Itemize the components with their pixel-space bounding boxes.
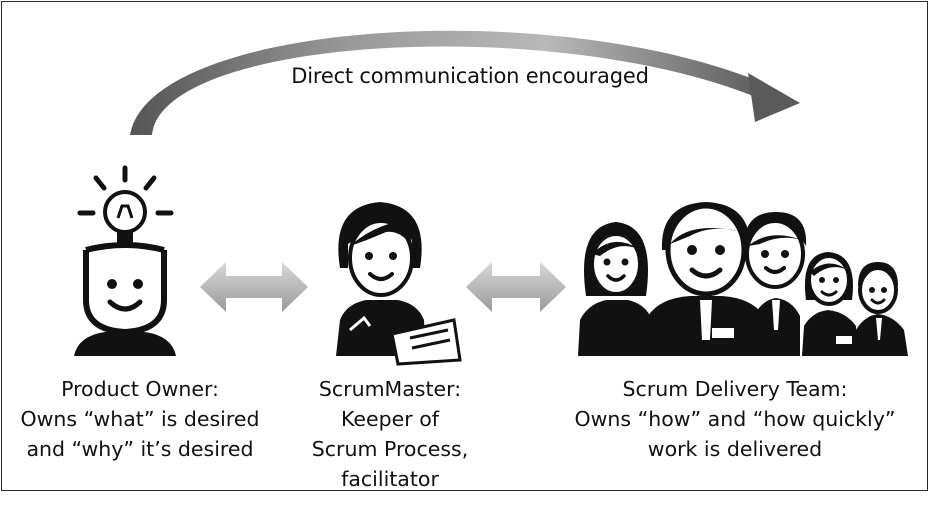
team-group-icon — [578, 202, 908, 356]
caption-line: facilitator — [341, 467, 439, 491]
woman-with-clipboard-icon — [336, 202, 462, 366]
delivery-team-caption: Scrum Delivery Team: Owns “how” and “how… — [555, 374, 915, 464]
caption-line: Keeper of — [341, 407, 439, 431]
caption-line: work is delivered — [647, 437, 823, 461]
communication-banner: Direct communication encouraged — [291, 64, 649, 88]
caption-line: Scrum Process, — [311, 437, 469, 461]
caption-line: Owns “how” and “how quickly” — [574, 407, 896, 431]
scrum-master-caption: ScrumMaster: Keeper of Scrum Process, fa… — [290, 374, 490, 494]
lightbulb-head-icon — [74, 165, 176, 356]
double-arrow-icon — [200, 262, 308, 312]
caption-line: Scrum Delivery Team: — [622, 377, 848, 401]
caption-line: ScrumMaster: — [318, 377, 462, 401]
curved-arrow-icon — [130, 30, 800, 135]
caption-line: and “why” it’s desired — [26, 437, 254, 461]
double-arrow-icon — [466, 262, 566, 312]
caption-line: Owns “what” is desired — [20, 407, 260, 431]
diagram-border — [1, 1, 928, 491]
caption-line: Product Owner: — [61, 377, 219, 401]
product-owner-caption: Product Owner: Owns “what” is desired an… — [20, 374, 260, 464]
